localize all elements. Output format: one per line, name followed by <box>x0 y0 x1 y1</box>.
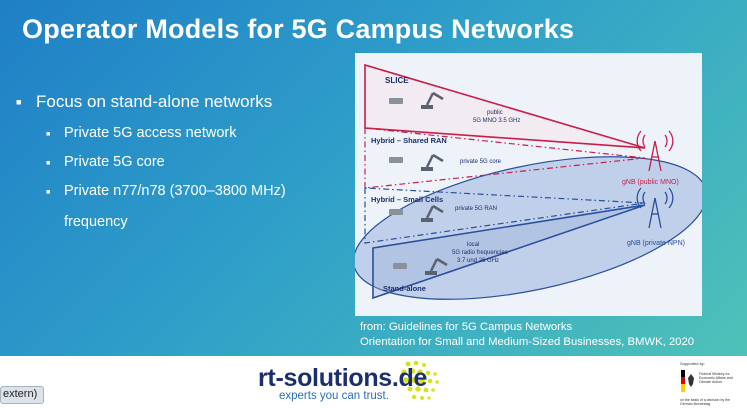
standalone-cone <box>372 204 646 300</box>
hybrid-ran-text: private 5G core <box>460 159 502 165</box>
sub-bullet: Private n77/n78 (3700–3800 MHz) frequenc… <box>46 183 286 230</box>
extern-tag[interactable]: extern) <box>0 386 45 404</box>
operator-models-figure: SLICE public 5G MNO 3.5 GHz Hybrid – Sha… <box>352 53 708 316</box>
slice-text1: public <box>487 110 503 116</box>
hybrid-ran-label: Hybrid – Shared RAN <box>371 136 447 145</box>
figure-caption: from: Guidelines for 5G Campus Networks … <box>360 320 694 350</box>
sub-bullet-continuation: frequency <box>64 214 128 230</box>
standalone-text3: 3.7 und 26 GHz <box>457 258 499 264</box>
small-cells-cone <box>364 187 646 244</box>
slice-text2: 5G MNO 3.5 GHz <box>473 118 520 124</box>
shared-ran-cone <box>364 127 646 189</box>
logo-tagline: experts you can trust. <box>279 390 389 402</box>
slide: Operator Models for 5G Campus Networks F… <box>0 0 747 356</box>
bullet-main: Focus on stand-alone networks <box>16 92 272 112</box>
public-tower-icon <box>636 130 674 172</box>
gnb-public-label: gNB (public MNO) <box>622 179 679 186</box>
slice-label: SLICE <box>385 76 409 85</box>
camera-icon <box>389 98 407 269</box>
decision-basis-label: on the basis of a decision by the German… <box>680 398 731 406</box>
slice-cone <box>364 63 646 149</box>
robot-arm-icon <box>421 91 448 275</box>
hybrid-cells-label: Hybrid – Small Cells <box>371 195 443 204</box>
operator-models-diagram: SLICE public 5G MNO 3.5 GHz Hybrid – Sha… <box>352 63 708 300</box>
logo-text: rt-solutions.de <box>258 364 428 392</box>
slide-title: Operator Models for 5G Campus Networks <box>22 14 575 44</box>
caption-line2: Orientation for Small and Medium-Sized B… <box>360 336 695 348</box>
standalone-text2: 5G radio frequencies <box>452 250 508 256</box>
private-tower-icon <box>636 187 674 229</box>
caption-line1: from: Guidelines for 5G Campus Networks <box>360 321 573 333</box>
logo-dots-icon <box>401 360 439 400</box>
sub-bullet: Private 5G core <box>46 154 165 170</box>
sub-bullet: Private 5G access network <box>46 125 236 141</box>
supported-by-label: Supported by: <box>680 361 705 366</box>
standalone-label: Stand-alone <box>383 284 426 293</box>
ministry-label: Federal Ministry for Economic Affairs an… <box>699 372 733 385</box>
federal-eagle-icon <box>681 370 694 392</box>
standalone-text1: local <box>467 242 479 248</box>
slide-footer <box>0 356 747 408</box>
gnb-private-label: gNB (private NPN) <box>627 240 685 247</box>
hybrid-cells-text: private 5G RAN <box>455 206 497 212</box>
